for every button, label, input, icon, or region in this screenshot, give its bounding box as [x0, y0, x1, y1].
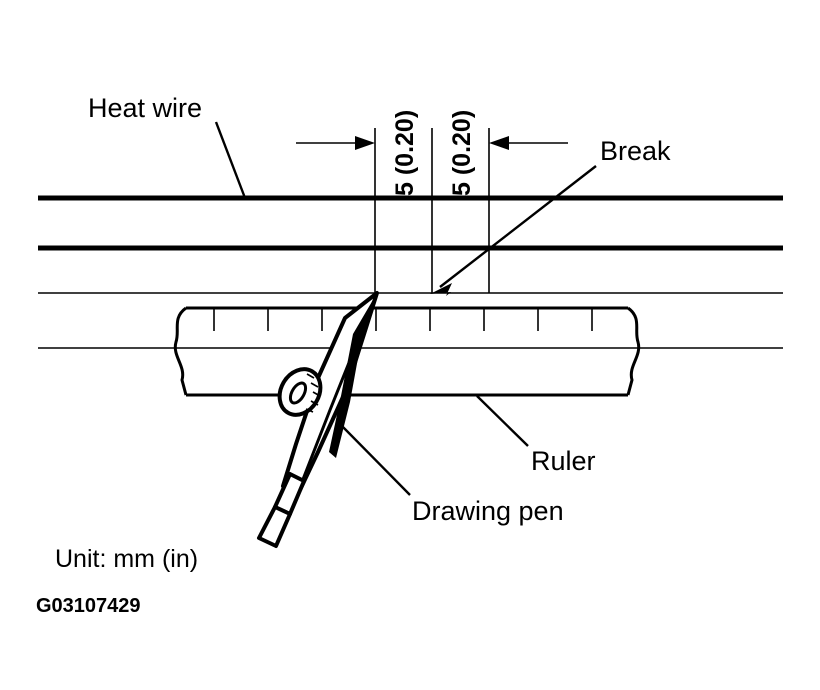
- pen-wheel-knurl: [306, 373, 315, 379]
- heat-wire-callout: Heat wire: [88, 93, 247, 199]
- break-leader-arrowhead: [430, 283, 452, 296]
- heat-wire-label: Heat wire: [88, 93, 202, 123]
- heat-wire-group: [38, 195, 783, 251]
- extension-line-group: [374, 128, 490, 293]
- drawing-pen-label: Drawing pen: [412, 496, 564, 526]
- guide-line-group: [38, 292, 783, 349]
- break-label: Break: [600, 136, 671, 166]
- pen-handle-band-lower: [257, 505, 292, 548]
- pen-leader-line: [339, 423, 411, 496]
- ruler-tick-group: [213, 308, 593, 331]
- pen-wheel-knurl: [305, 408, 314, 413]
- heat-wire-leader-line: [214, 121, 247, 199]
- pen-nib-shadow: [329, 293, 377, 458]
- drawing-pen-group: Drawing pen: [257, 291, 564, 548]
- dimension-label-right: 5 (0.20): [448, 110, 476, 196]
- dimension-label-left: 5 (0.20): [391, 110, 419, 196]
- break-leader-line: [439, 165, 597, 288]
- break-callout: Break: [430, 136, 671, 296]
- ruler-label: Ruler: [531, 446, 596, 476]
- pen-wheel-knurl-group: [305, 373, 321, 413]
- dimension-arrow-group: [296, 136, 568, 150]
- ruler-leader-line: [476, 395, 529, 447]
- pen-wheel-hub: [288, 381, 308, 405]
- pen-wheel-knurl: [310, 382, 319, 388]
- dimension-arrow-right-head: [489, 136, 509, 150]
- pen-wheel-knurl: [312, 391, 321, 397]
- ruler-break-right: [626, 306, 641, 396]
- dimension-arrow-left-head: [355, 136, 375, 150]
- dimension-text-group: 5 (0.20) 5 (0.20): [391, 110, 476, 196]
- ruler-break-left: [173, 306, 188, 396]
- ruler-group: Ruler: [173, 306, 641, 476]
- pen-wheel-knurl: [310, 400, 319, 406]
- unit-note: Unit: mm (in): [55, 545, 198, 573]
- figure-code: G03107429: [36, 595, 141, 617]
